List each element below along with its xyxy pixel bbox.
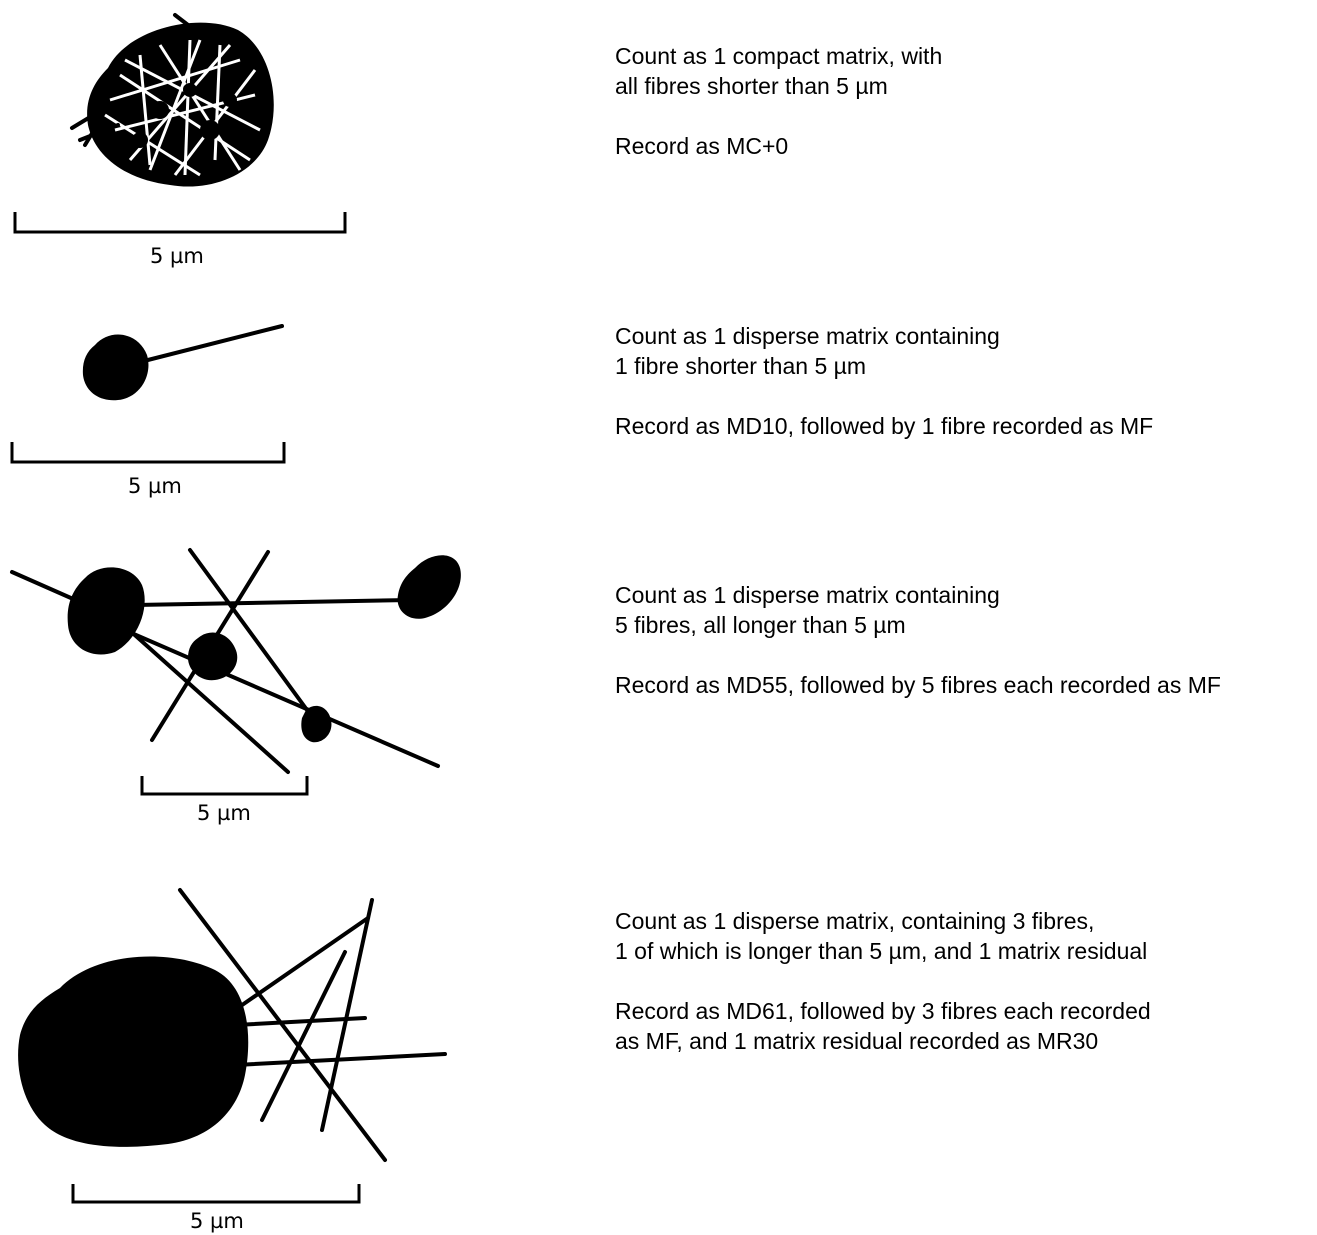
example-1-count-line-1: Count as 1 compact matrix, with — [615, 43, 943, 69]
example-2-description: Count as 1 disperse matrix containing 1 … — [615, 321, 1315, 441]
scale-label-4: 5 µm — [190, 1209, 244, 1233]
example-2-count-line-1: Count as 1 disperse matrix containing — [615, 323, 1000, 349]
scale-bar-1 — [13, 212, 347, 234]
disperse-matrix-drawing-2 — [10, 324, 286, 464]
example-3-record-line-1: Record as MD55, followed by 5 fibres eac… — [615, 672, 1221, 698]
disperse-matrix-drawing-4 — [18, 888, 447, 1204]
scale-label-2: 5 µm — [128, 474, 182, 498]
example-2-record-line-1: Record as MD10, followed by 1 fibre reco… — [615, 413, 1154, 439]
scale-bar-2 — [10, 442, 286, 464]
scale-label-1: 5 µm — [150, 244, 204, 268]
matrix-blob — [82, 334, 149, 401]
matrix-blob-large — [67, 567, 145, 655]
example-4-figure: 5 µm — [0, 870, 600, 1235]
example-4-description: Count as 1 disperse matrix, containing 3… — [615, 906, 1315, 1056]
scale-bar-3 — [140, 776, 309, 796]
example-4-count-line-1: Count as 1 disperse matrix, containing 3… — [615, 908, 1095, 934]
matrix-blob-small — [301, 705, 332, 743]
example-1-record-line-1: Record as MC+0 — [615, 133, 789, 159]
example-1-description: Count as 1 compact matrix, with all fibr… — [615, 41, 1315, 161]
disperse-matrix-drawing-3 — [10, 548, 461, 796]
matrix-residual-blob — [18, 956, 249, 1147]
example-3-count-line-2: 5 fibres, all longer than 5 µm — [615, 612, 906, 638]
scale-bar-4 — [71, 1184, 361, 1204]
compact-matrix-drawing — [13, 13, 347, 234]
example-3-count-line-1: Count as 1 disperse matrix containing — [615, 582, 1000, 608]
scale-label-3: 5 µm — [197, 801, 251, 825]
example-1-figure: 5 µm — [0, 0, 600, 280]
example-2-count-line-2: 1 fibre shorter than 5 µm — [615, 353, 867, 379]
matrix-blob-right — [397, 555, 461, 619]
example-4-count-line-2: 1 of which is longer than 5 µm, and 1 ma… — [615, 938, 1148, 964]
example-2-figure: 5 µm — [0, 300, 600, 510]
fibre — [138, 324, 284, 364]
example-4-record-line-2: as MF, and 1 matrix residual recorded as… — [615, 1028, 1099, 1054]
example-3-figure: 5 µm — [0, 540, 600, 830]
example-1-count-line-2: all fibres shorter than 5 µm — [615, 73, 888, 99]
example-4-record-line-1: Record as MD61, followed by 3 fibres eac… — [615, 998, 1151, 1024]
matrix-blob-mid — [188, 632, 238, 681]
example-3-description: Count as 1 disperse matrix containing 5 … — [615, 580, 1315, 700]
